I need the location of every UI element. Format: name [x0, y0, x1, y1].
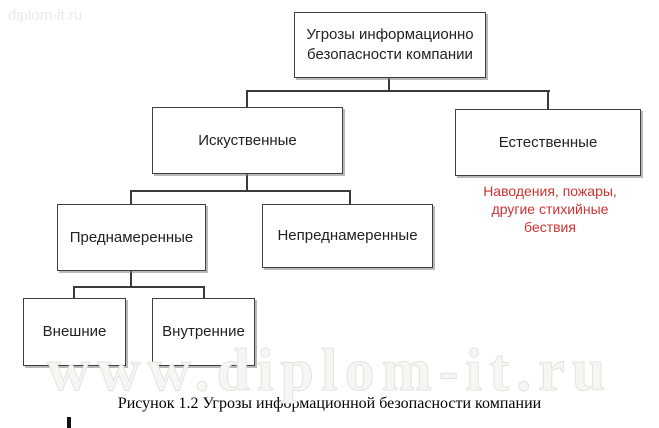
connector-intentional-drop — [130, 190, 132, 204]
connector-level2-horizontal — [246, 90, 550, 92]
natural-note: Наводения, пожары, другие стихийные бест… — [483, 183, 617, 235]
connector-root-stem — [388, 78, 390, 92]
node-natural: Естественные — [455, 109, 641, 176]
connector-external-drop — [73, 286, 75, 298]
node-external: Внешние — [23, 298, 126, 366]
node-root-threats: Угрозы информационно безопасности компан… — [294, 12, 486, 78]
text-cursor-artifact — [67, 417, 71, 428]
connector-level3-horizontal — [130, 190, 351, 192]
watermark-top-left: diplom-it.ru — [8, 7, 83, 24]
connector-artificial-stem — [246, 173, 248, 192]
connector-intentional-stem — [130, 270, 132, 288]
figure-caption: Рисунок 1.2 Угрозы информационной безопа… — [117, 395, 542, 412]
connector-natural-drop — [547, 90, 549, 109]
node-intentional: Преднамеренные — [57, 204, 206, 271]
connector-artificial-drop — [246, 90, 248, 107]
node-internal: Внутренние — [152, 298, 255, 366]
connector-level4-horizontal — [73, 286, 205, 288]
connector-unintentional-drop — [349, 190, 351, 204]
node-artificial: Искуственные — [152, 107, 343, 174]
connector-internal-drop — [203, 286, 205, 298]
node-unintentional: Непреднамеренные — [262, 204, 433, 268]
